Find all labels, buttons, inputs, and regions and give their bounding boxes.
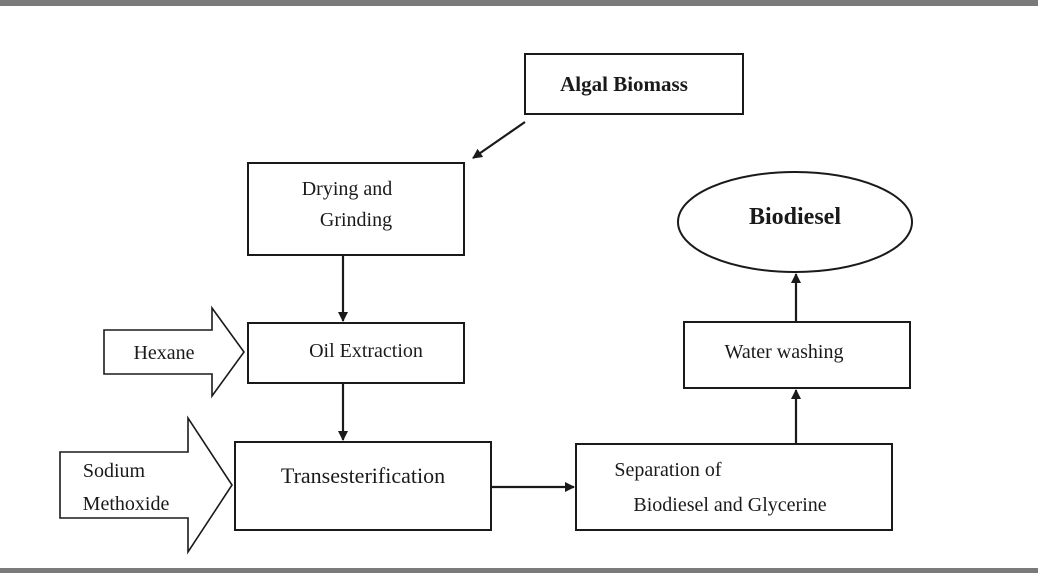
separation-node: Separation of Biodiesel and Glycerine	[575, 443, 893, 531]
transesterification-node: Transesterification	[234, 441, 492, 531]
hexane-input-arrow: Hexane	[103, 305, 245, 399]
transesterification-label: Transesterification	[281, 463, 445, 488]
algal-biomass-label: Algal Biomass	[560, 72, 688, 96]
biodiesel-label: Biodiesel	[749, 204, 841, 230]
drying-grinding-node: Drying and Grinding	[247, 162, 465, 256]
oil-extraction-label: Oil Extraction	[309, 340, 423, 362]
algal-biomass-node: Algal Biomass	[524, 53, 744, 115]
sodium-methoxide-label-line-2: Methoxide	[83, 493, 170, 515]
hexane-label: Hexane	[133, 342, 194, 364]
separation-label-line-2: Biodiesel and Glycerine	[633, 494, 826, 516]
water-washing-node: Water washing	[683, 321, 911, 389]
sodium-methoxide-input-arrow: Sodium Methoxide	[59, 415, 233, 555]
water-washing-label: Water washing	[725, 341, 844, 363]
separation-label-line-1: Separation of	[614, 459, 722, 481]
sodium-methoxide-label-line-1: Sodium	[83, 460, 146, 482]
bottom-frame-rule	[0, 568, 1038, 573]
oil-extraction-node: Oil Extraction	[247, 322, 465, 384]
arrow-algal-biomass-to-drying	[472, 121, 526, 159]
drying-grinding-label-line-2: Grinding	[320, 209, 392, 231]
top-frame-rule	[0, 0, 1038, 6]
drying-grinding-label-line-1: Drying and	[302, 178, 393, 200]
biodiesel-node: Biodiesel	[677, 171, 913, 273]
